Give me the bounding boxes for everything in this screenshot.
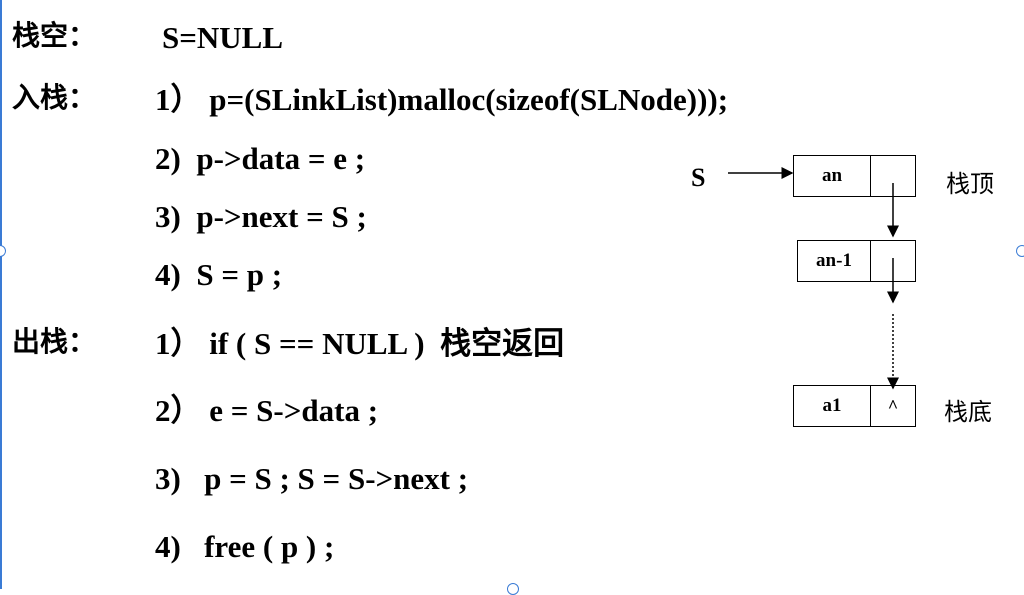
- stack-bottom-label: 栈底: [944, 398, 992, 426]
- node-top: an: [793, 155, 916, 197]
- node-second: an-1: [797, 240, 916, 282]
- node-data: a1: [794, 386, 871, 426]
- pop-step-2: 2） e = S->data ;: [155, 393, 379, 428]
- node-next: [871, 156, 915, 196]
- pop-step-1-code: 1） if ( S == NULL ): [155, 326, 441, 361]
- push-step-2: 2) p->data = e ;: [155, 141, 366, 176]
- push-step-1: 1） p=(SLinkList)malloc(sizeof(SLNode)));: [155, 82, 729, 117]
- pop-step-3: 3) p = S ; S = S->next ;: [155, 461, 469, 496]
- push-label: 入栈：: [12, 81, 97, 114]
- node-next: [871, 241, 915, 281]
- selection-border: [0, 0, 2, 589]
- node-bottom: a1 ^: [793, 385, 916, 427]
- node-data: an-1: [798, 241, 871, 281]
- pop-step-4: 4) free ( p ) ;: [155, 529, 335, 564]
- pop-step-1-note: 栈空返回: [440, 326, 565, 362]
- empty-label: 栈空：: [12, 19, 97, 52]
- node-data: an: [794, 156, 871, 196]
- empty-code: S=NULL: [162, 20, 284, 55]
- resize-handle-right[interactable]: [1016, 245, 1024, 257]
- push-step-4: 4) S = p ;: [155, 257, 283, 292]
- pop-label: 出栈：: [12, 325, 97, 358]
- push-step-3: 3) p->next = S ;: [155, 199, 367, 234]
- node-next: ^: [887, 395, 899, 416]
- stack-top-label: 栈顶: [946, 170, 994, 198]
- stack-pointer-label: S: [691, 163, 706, 192]
- pop-step-1: 1） if ( S == NULL ) 栈空返回: [155, 328, 564, 360]
